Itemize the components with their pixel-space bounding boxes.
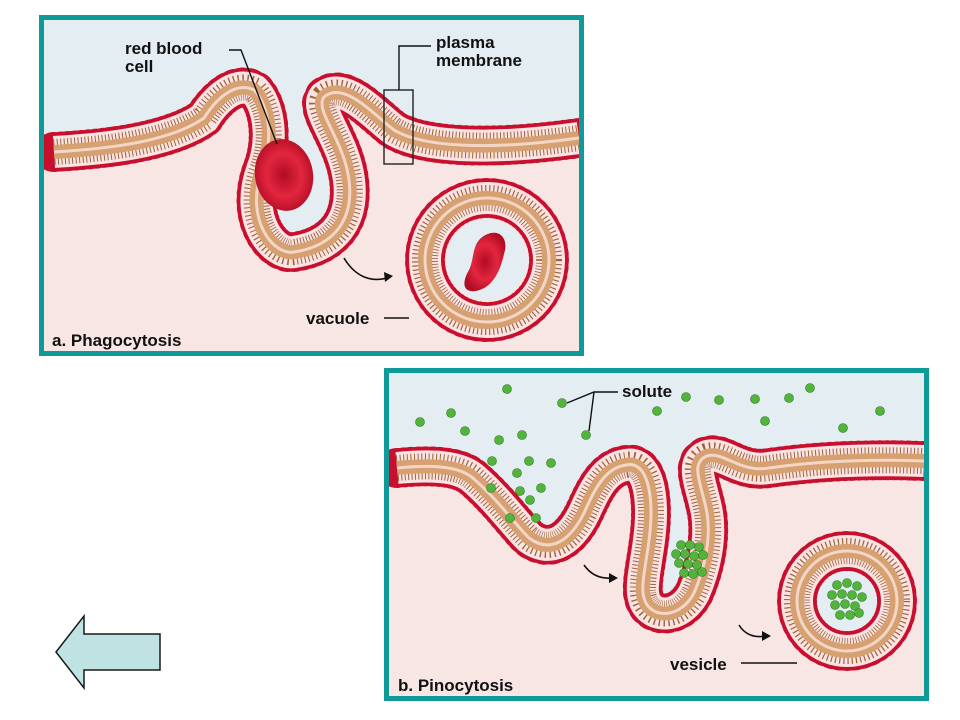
back-arrow-button[interactable] bbox=[54, 614, 162, 690]
label-red-blood-cell-line1: red blood bbox=[125, 39, 202, 58]
plasma-membrane bbox=[44, 67, 579, 273]
panel-b-caption: b. Pinocytosis bbox=[398, 676, 513, 695]
label-solute: solute bbox=[622, 382, 672, 401]
label-red-blood-cell-line2: cell bbox=[125, 57, 153, 76]
solute-leader-line-2 bbox=[588, 391, 595, 432]
panel-a-caption: a. Phagocytosis bbox=[52, 331, 181, 350]
phagocytosis-panel: red blood cell plasma membrane vacuole a… bbox=[39, 15, 584, 356]
phagocytosis-diagram: red blood cell plasma membrane vacuole a… bbox=[44, 20, 579, 351]
pinocytosis-diagram: solute vesicle b. Pinocytosis bbox=[389, 373, 924, 696]
vacuole bbox=[405, 178, 569, 342]
label-vacuole: vacuole bbox=[306, 309, 369, 328]
free-solutes bbox=[415, 383, 885, 523]
rbc-leader-line bbox=[229, 49, 278, 145]
label-plasma-membrane-line1: plasma bbox=[436, 33, 495, 52]
label-plasma-membrane-line2: membrane bbox=[436, 51, 522, 70]
plasma-membrane bbox=[389, 435, 924, 634]
membrane-leader-line bbox=[398, 45, 431, 90]
pinocytosis-panel: solute vesicle b. Pinocytosis bbox=[384, 368, 929, 701]
process-arrow bbox=[343, 257, 388, 281]
label-vesicle: vesicle bbox=[670, 655, 727, 674]
pocket-solutes bbox=[671, 540, 708, 579]
left-arrow-icon bbox=[55, 614, 161, 690]
red-blood-cell bbox=[254, 139, 314, 211]
engulfed-red-blood-cell bbox=[464, 232, 506, 292]
vesicle-solutes bbox=[827, 578, 867, 620]
